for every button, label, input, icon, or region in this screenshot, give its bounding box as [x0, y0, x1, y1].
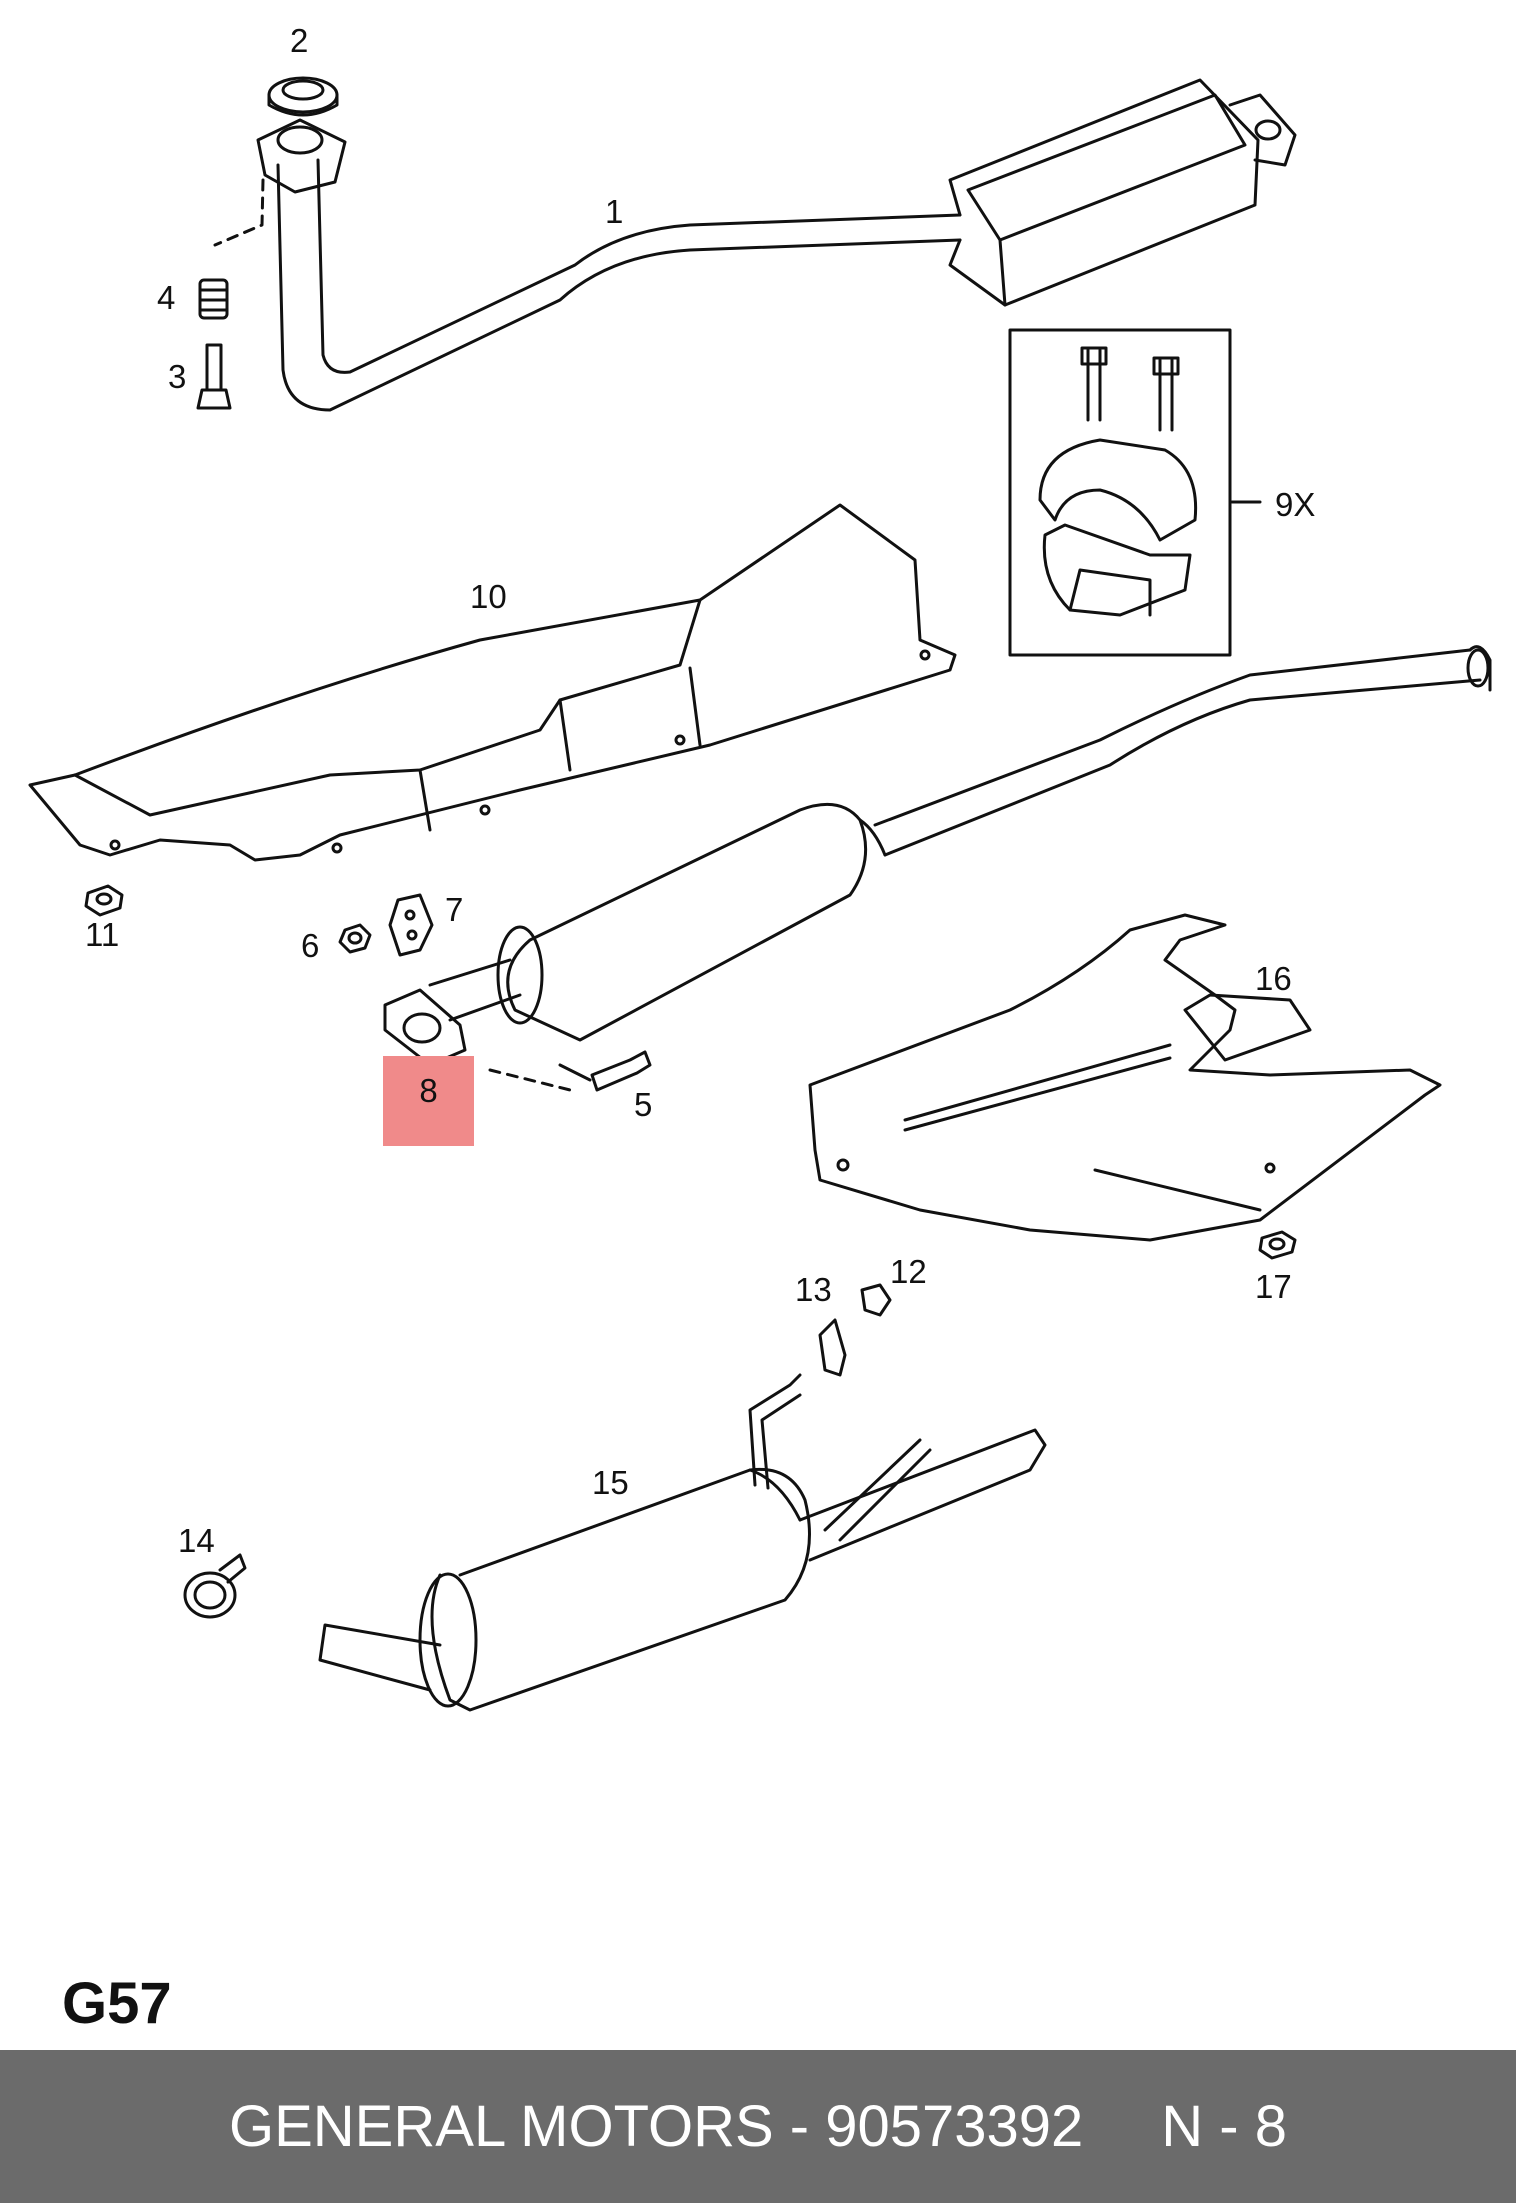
heat-shield-rear: [808, 913, 1442, 1242]
mountings-12-13: [818, 1283, 892, 1377]
part-label-3: 3: [168, 358, 187, 395]
nut-11: [84, 884, 124, 917]
center-silencer-pipe: [428, 645, 1492, 1042]
diagram-drawing: [28, 76, 1492, 1712]
part-label-2: 2: [290, 22, 309, 59]
fasteners-5-6-7: [338, 893, 652, 1092]
footer-bar: GENERAL MOTORS - 90573392 N - 8: [0, 2050, 1516, 2203]
footer-position: N - 8: [1161, 2094, 1287, 2159]
clamp-14: [183, 1553, 247, 1619]
seal-ring: [267, 76, 339, 117]
footer-brand: GENERAL MOTORS: [229, 2094, 774, 2159]
front-pipe-catalyst: [256, 78, 1297, 412]
part-label-7: 7: [445, 891, 464, 928]
footer-part-number: 90573392: [825, 2094, 1084, 2159]
rear-silencer: [318, 1373, 1047, 1712]
part-label-16: 16: [1255, 960, 1292, 997]
highlighted-part-marker[interactable]: 8: [383, 1056, 474, 1146]
part-label-1: 1: [605, 193, 624, 230]
heat-shield-front: [28, 503, 957, 862]
footer-separator: -: [789, 2094, 810, 2159]
sheet-code: G57: [62, 1971, 172, 2036]
part-label-11: 11: [85, 916, 120, 953]
part-label-14: 14: [178, 1522, 215, 1559]
part-label-4: 4: [157, 279, 176, 316]
part-label-8: 8: [419, 1072, 438, 1109]
part-label-10: 10: [470, 578, 507, 615]
exhaust-system-diagram: 2 1 4 3 9X 10 7 6 11 16 5 17 13 12 15 14…: [28, 22, 1492, 2036]
part-label-15: 15: [592, 1464, 629, 1501]
part-label-17: 17: [1255, 1268, 1292, 1305]
clamp-kit-inset: [1008, 328, 1262, 657]
part-label-6: 6: [301, 927, 320, 964]
part-label-12: 12: [890, 1253, 927, 1290]
part-label-9x: 9X: [1275, 486, 1316, 523]
part-label-13: 13: [795, 1271, 832, 1308]
part-label-5: 5: [634, 1086, 653, 1123]
spring-and-bolt: [196, 178, 265, 410]
nut-17: [1258, 1230, 1297, 1260]
